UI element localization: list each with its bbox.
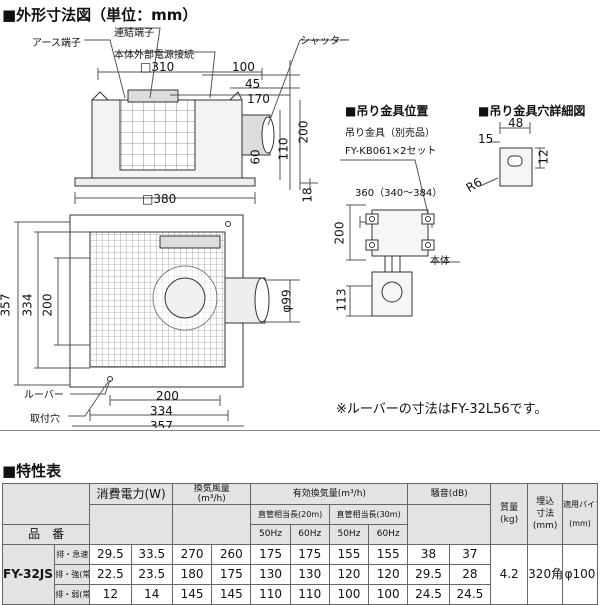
table-cell: 12 — [89, 584, 132, 605]
plan-view — [14, 214, 300, 427]
dim-12: 12 — [536, 149, 551, 165]
mount-hole-label: 取付穴 — [30, 414, 60, 425]
table-cell: 155 — [328, 544, 370, 565]
duct20-header: 直管相当長(20m) — [250, 504, 330, 525]
duct30-header: 直管相当長(30m) — [328, 504, 409, 525]
table-cell: 37 — [448, 544, 492, 565]
mode-label: 排・強(常時) — [54, 564, 91, 585]
hanger-hole-detail — [479, 122, 545, 187]
hole-detail-title: ■吊り金具穴詳細図 — [478, 104, 586, 118]
table-cell: 29.5 — [407, 564, 450, 585]
spec-table: 消費電力(W) 換気風量(m³/h) 有効換気量(m³/h) 騒音(dB) 質量… — [1, 483, 598, 605]
hinban-header: 品 番 — [1, 524, 91, 545]
dim-357-bottom: 357 — [150, 419, 173, 428]
dim-334: 334 — [20, 293, 35, 317]
table-row: FY-32JSD7V排・急速29.533.5270260175175155155… — [1, 544, 598, 605]
effective-header: 有効換気量(m³/h) — [250, 483, 409, 505]
dim-48: 48 — [508, 116, 524, 130]
table-cell: 24.5 — [407, 584, 450, 605]
table-cell: 130 — [250, 564, 291, 585]
table-cell: 145 — [211, 584, 252, 605]
table-cell: 175 — [289, 544, 330, 565]
dim-360: 360（340〜384） — [355, 188, 443, 199]
dim-hanger-200: 200 — [332, 221, 347, 245]
table-cell: 100 — [328, 584, 370, 605]
table-cell: 110 — [289, 584, 330, 605]
dim-200-bottom: 200 — [156, 389, 179, 403]
hanger-position-view — [340, 159, 460, 317]
mass-header: 質量(kg) — [490, 483, 529, 545]
pipe-value: φ100 — [562, 544, 598, 605]
body-label: 本体 — [430, 256, 450, 267]
dim-18: 18 — [300, 187, 315, 203]
embed-value: 320角 — [527, 544, 564, 605]
noise-header: 騒音(dB) — [407, 483, 492, 505]
pipe-header: 適用パイプ呼び径(mm) — [562, 483, 598, 545]
hanger-model-label: FY-KB061×2セット — [345, 146, 437, 157]
power-header: 消費電力(W) — [89, 483, 173, 505]
link-terminal-label: 連結端子 — [114, 28, 154, 39]
dim-310: □310 — [140, 60, 175, 74]
dim-170: 170 — [247, 92, 270, 106]
mass-value: 4.2 — [490, 544, 529, 605]
mode-label: 排・弱(常時) — [54, 584, 91, 605]
table-cell: 175 — [211, 564, 252, 585]
model-number: FY-32JSD7V — [1, 544, 56, 605]
dim-phi99: φ99 — [279, 289, 294, 313]
divider — [0, 430, 600, 431]
dim-357: 357 — [0, 293, 13, 317]
earth-terminal-label: アース端子 — [32, 38, 81, 49]
dim-200-plan: 200 — [40, 293, 55, 317]
dim-45: 45 — [245, 77, 261, 91]
dim-380: □380 — [142, 192, 177, 206]
dimension-drawing — [14, 27, 545, 427]
table-cell: 23.5 — [130, 564, 173, 585]
table-cell: 33.5 — [130, 544, 173, 565]
dim-334-bottom: 334 — [150, 404, 173, 418]
dim-hanger-113: 113 — [334, 288, 349, 312]
table-cell: 29.5 — [89, 544, 132, 565]
table-cell: 270 — [171, 544, 213, 565]
airflow-header: 換気風量(m³/h) — [171, 483, 252, 505]
table-cell: 145 — [171, 584, 213, 605]
hanger-part-label: 吊り金具（別売品） — [345, 128, 435, 139]
hanger-title: ■吊り金具位置 — [345, 104, 429, 118]
dim-200: 200 — [296, 120, 311, 144]
table-cell: 14 — [130, 584, 173, 605]
shutter-label: シャッター — [300, 36, 350, 47]
table-cell: 130 — [289, 564, 330, 585]
dim-15: 15 — [478, 132, 494, 146]
diagram-title: ■外形寸法図（単位：mm） — [2, 6, 198, 24]
dim-110: 110 — [276, 137, 291, 161]
table-cell: 100 — [368, 584, 409, 605]
table-cell: 24.5 — [448, 584, 492, 605]
table-cell: 22.5 — [89, 564, 132, 585]
table-cell: 110 — [250, 584, 291, 605]
louver-label: ルーバー — [24, 390, 64, 401]
table-cell: 38 — [407, 544, 450, 565]
embed-header: 埋込寸法(mm) — [527, 483, 564, 545]
external-power-label: 本体外部電源接続 — [114, 50, 194, 61]
table-cell: 28 — [448, 564, 492, 585]
louver-note: ※ルーバーの寸法はFY-32L56です。 — [336, 402, 548, 417]
dim-100: 100 — [232, 60, 255, 74]
dim-60: 60 — [248, 149, 263, 165]
table-cell: 155 — [368, 544, 409, 565]
table-cell: 180 — [171, 564, 213, 585]
side-view — [74, 39, 345, 204]
table-cell: 175 — [250, 544, 291, 565]
table-cell: 120 — [328, 564, 370, 585]
mode-label: 排・急速 — [54, 544, 91, 565]
spec-title: ■特性表 — [2, 462, 62, 480]
table-cell: 260 — [211, 544, 252, 565]
table-cell: 120 — [368, 564, 409, 585]
